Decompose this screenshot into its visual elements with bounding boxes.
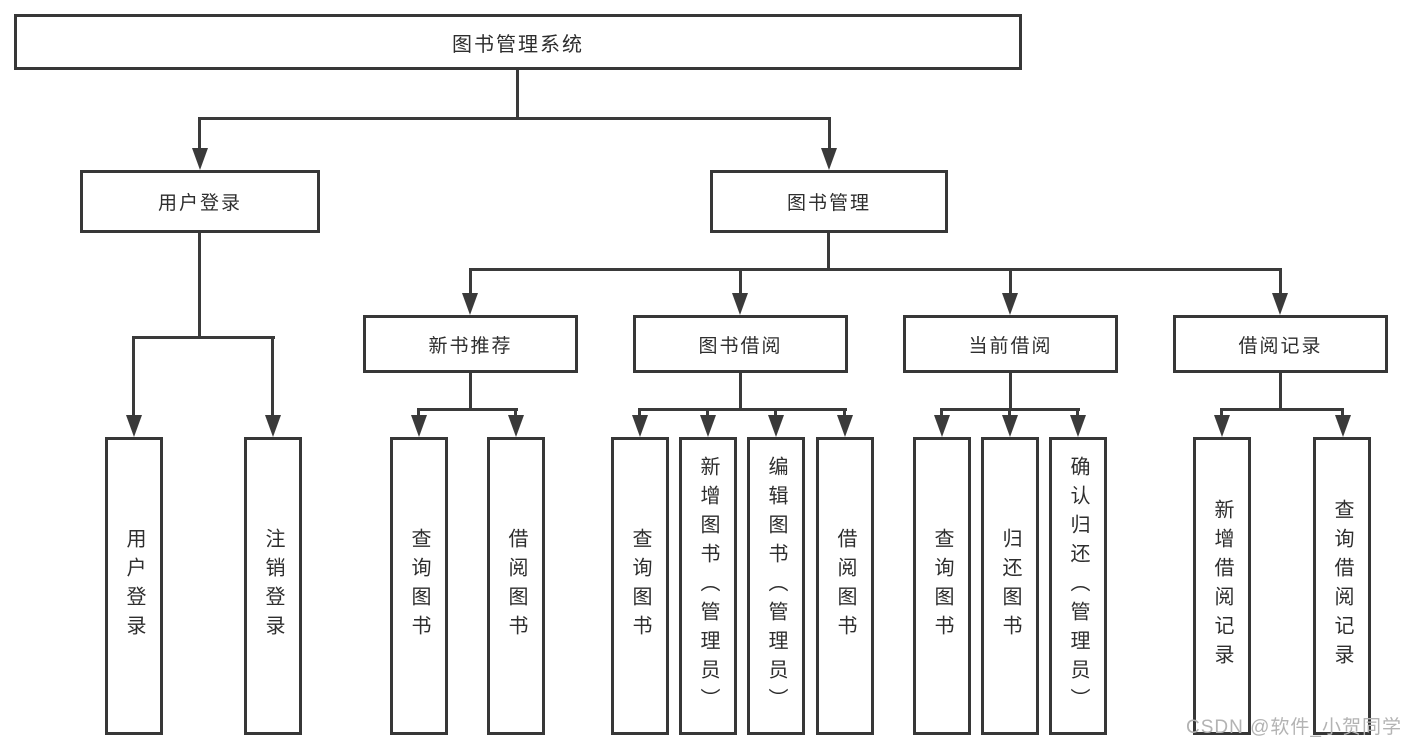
- connector-line: [417, 408, 518, 411]
- node-borrow-records-label: 借阅记录: [1238, 335, 1323, 357]
- connector-line: [198, 233, 201, 338]
- leaf-confirm-return-admin: 确认归还（管理员）: [1049, 437, 1107, 735]
- connector-line: [828, 117, 831, 153]
- leaf-logout: 注销登录: [244, 437, 302, 735]
- arrow-down-icon: [837, 415, 853, 437]
- leaf-add-book-admin-label: 新增图书（管理员）: [697, 455, 719, 717]
- leaf-borrow-books-recommend: 借阅图书: [487, 437, 545, 735]
- node-current-borrow: 当前借阅: [903, 315, 1118, 373]
- node-book-management: 图书管理: [710, 170, 948, 233]
- connector-line: [1009, 268, 1012, 298]
- connector-line: [1220, 408, 1344, 411]
- arrow-down-icon: [934, 415, 950, 437]
- connector-line: [1279, 373, 1282, 411]
- connector-line: [271, 336, 274, 420]
- arrow-down-icon: [508, 415, 524, 437]
- arrow-down-icon: [768, 415, 784, 437]
- leaf-confirm-return-admin-label: 确认归还（管理员）: [1067, 455, 1089, 717]
- connector-line: [198, 117, 201, 153]
- leaf-query-books-current-label: 查询图书: [931, 528, 953, 644]
- arrow-down-icon: [126, 415, 142, 437]
- leaf-return-books-label: 归还图书: [999, 528, 1021, 644]
- leaf-add-book-admin: 新增图书（管理员）: [679, 437, 737, 735]
- leaf-borrow-books-recommend-label: 借阅图书: [505, 528, 527, 644]
- connector-line: [469, 373, 472, 411]
- leaf-query-borrow-record-label: 查询借阅记录: [1331, 499, 1353, 673]
- leaf-edit-book-admin: 编辑图书（管理员）: [747, 437, 805, 735]
- leaf-query-borrow-record: 查询借阅记录: [1313, 437, 1371, 735]
- leaf-borrow-books-borrow-label: 借阅图书: [834, 528, 856, 644]
- node-user-login-label: 用户登录: [157, 193, 242, 214]
- connector-line: [827, 233, 830, 270]
- leaf-return-books: 归还图书: [981, 437, 1039, 735]
- arrow-down-icon: [1272, 293, 1288, 315]
- leaf-user-login: 用户登录: [105, 437, 163, 735]
- arrow-down-icon: [632, 415, 648, 437]
- connector-line: [469, 268, 1282, 271]
- connector-line: [198, 117, 831, 120]
- csdn-watermark: CSDN @软件_小贺同学: [1186, 717, 1402, 738]
- arrow-down-icon: [1070, 415, 1086, 437]
- node-new-book-recommend: 新书推荐: [363, 315, 578, 373]
- leaf-borrow-books-borrow: 借阅图书: [816, 437, 874, 735]
- node-current-borrow-label: 当前借阅: [968, 335, 1053, 357]
- leaf-add-borrow-record-label: 新增借阅记录: [1211, 499, 1233, 673]
- leaf-query-books-borrow: 查询图书: [611, 437, 669, 735]
- node-book-borrow-label: 图书借阅: [698, 335, 783, 357]
- connector-line: [469, 268, 472, 298]
- connector-line: [638, 408, 847, 411]
- leaf-add-borrow-record: 新增借阅记录: [1193, 437, 1251, 735]
- connector-line: [739, 268, 742, 298]
- connector-line: [132, 336, 275, 339]
- node-root-label: 图书管理系统: [452, 33, 584, 56]
- leaf-query-books-current: 查询图书: [913, 437, 971, 735]
- connector-line: [1009, 373, 1012, 411]
- connector-line: [1279, 268, 1282, 298]
- arrow-down-icon: [265, 415, 281, 437]
- arrow-down-icon: [462, 293, 478, 315]
- arrow-down-icon: [1002, 415, 1018, 437]
- arrow-down-icon: [1214, 415, 1230, 437]
- arrow-down-icon: [1335, 415, 1351, 437]
- connector-line: [516, 70, 519, 118]
- connector-line: [132, 336, 135, 420]
- node-user-login: 用户登录: [80, 170, 320, 233]
- arrow-down-icon: [700, 415, 716, 437]
- leaf-query-books-borrow-label: 查询图书: [629, 528, 651, 644]
- leaf-query-books-recommend: 查询图书: [390, 437, 448, 735]
- arrow-down-icon: [821, 148, 837, 170]
- arrow-down-icon: [732, 293, 748, 315]
- connector-line: [739, 373, 742, 411]
- arrow-down-icon: [1002, 293, 1018, 315]
- leaf-edit-book-admin-label: 编辑图书（管理员）: [765, 455, 787, 717]
- node-book-borrow: 图书借阅: [633, 315, 848, 373]
- leaf-query-books-recommend-label: 查询图书: [408, 528, 430, 644]
- arrow-down-icon: [411, 415, 427, 437]
- node-borrow-records: 借阅记录: [1173, 315, 1388, 373]
- node-new-book-recommend-label: 新书推荐: [428, 335, 513, 357]
- leaf-logout-label: 注销登录: [262, 528, 284, 644]
- node-book-management-label: 图书管理: [786, 193, 871, 214]
- leaf-user-login-label: 用户登录: [123, 528, 145, 644]
- arrow-down-icon: [192, 148, 208, 170]
- node-root: 图书管理系统: [14, 14, 1022, 70]
